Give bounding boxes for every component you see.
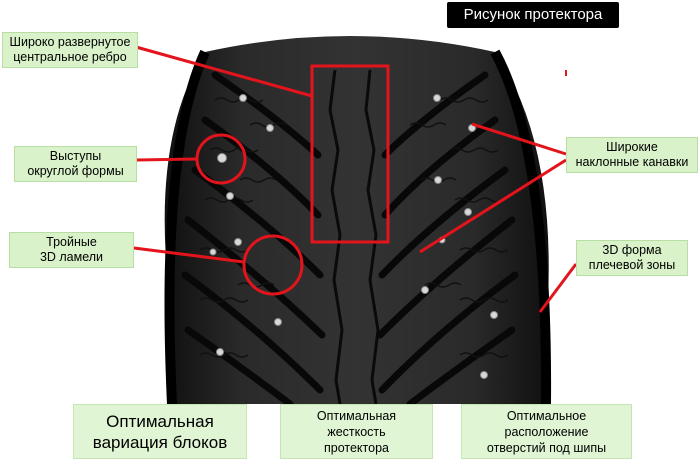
callout-center-rib: Широко развернутое центральное ребро (2, 32, 138, 68)
footer-block-variation-line1: Оптимальная (106, 411, 214, 431)
callout-rounded-blocks-line1: Выступы (49, 149, 102, 163)
footer-stiffness-line3: протектора (324, 440, 389, 455)
tire-body (164, 36, 549, 404)
callout-shoulder-3d-line2: плечевой зоны (588, 258, 676, 272)
callout-shoulder-3d-line1: 3D форма (602, 243, 662, 257)
footer-stiffness-line2: жесткость (327, 424, 386, 439)
callout-center-rib-line1: Широко развернутое (9, 35, 131, 49)
callout-wide-grooves-line1: Широкие (606, 140, 658, 154)
center-rib-grooves (328, 69, 380, 405)
callout-wide-grooves: Широкие наклонные канавки (566, 137, 698, 173)
callout-triple-sipes: Тройные 3D ламели (9, 232, 134, 268)
callout-triple-sipes-line2: 3D ламели (39, 250, 104, 264)
page-title: Рисунок протектора (447, 2, 619, 28)
footer-block-variation-line2: вариация блоков (92, 432, 228, 452)
rounded-block-highlight (195, 133, 247, 185)
callout-rounded-blocks: Выступы округлой формы (14, 146, 137, 182)
callout-triple-sipes-line1: Тройные (46, 235, 97, 249)
callout-shoulder-3d: 3D форма плечевой зоны (576, 240, 688, 276)
footer-stiffness: Оптимальная жесткость протектора (280, 404, 433, 459)
triple-sipe-highlight (242, 234, 304, 296)
center-rib-highlight (310, 64, 390, 244)
footer-stiffness-line1: Оптимальная (316, 408, 397, 423)
callout-wide-grooves-line2: наклонные канавки (575, 155, 689, 169)
footer-stud-holes-line2: расположение (504, 424, 589, 439)
callout-rounded-blocks-line2: округлой формы (27, 164, 124, 178)
footer-stud-holes-line3: отверстий под шипы (486, 440, 607, 455)
footer-stud-holes-line1: Оптимальное (506, 408, 587, 423)
callout-center-rib-line2: центральное ребро (13, 50, 127, 64)
footer-stud-holes: Оптимальное расположение отверстий под ш… (461, 404, 632, 459)
left-shoulder (164, 49, 210, 405)
right-diagonal-grooves (376, 71, 519, 408)
footer-block-variation: Оптимальная вариация блоков (73, 404, 247, 459)
right-shoulder (490, 49, 552, 405)
tire-studs (209, 94, 498, 379)
annotation-overlays (133, 45, 578, 313)
